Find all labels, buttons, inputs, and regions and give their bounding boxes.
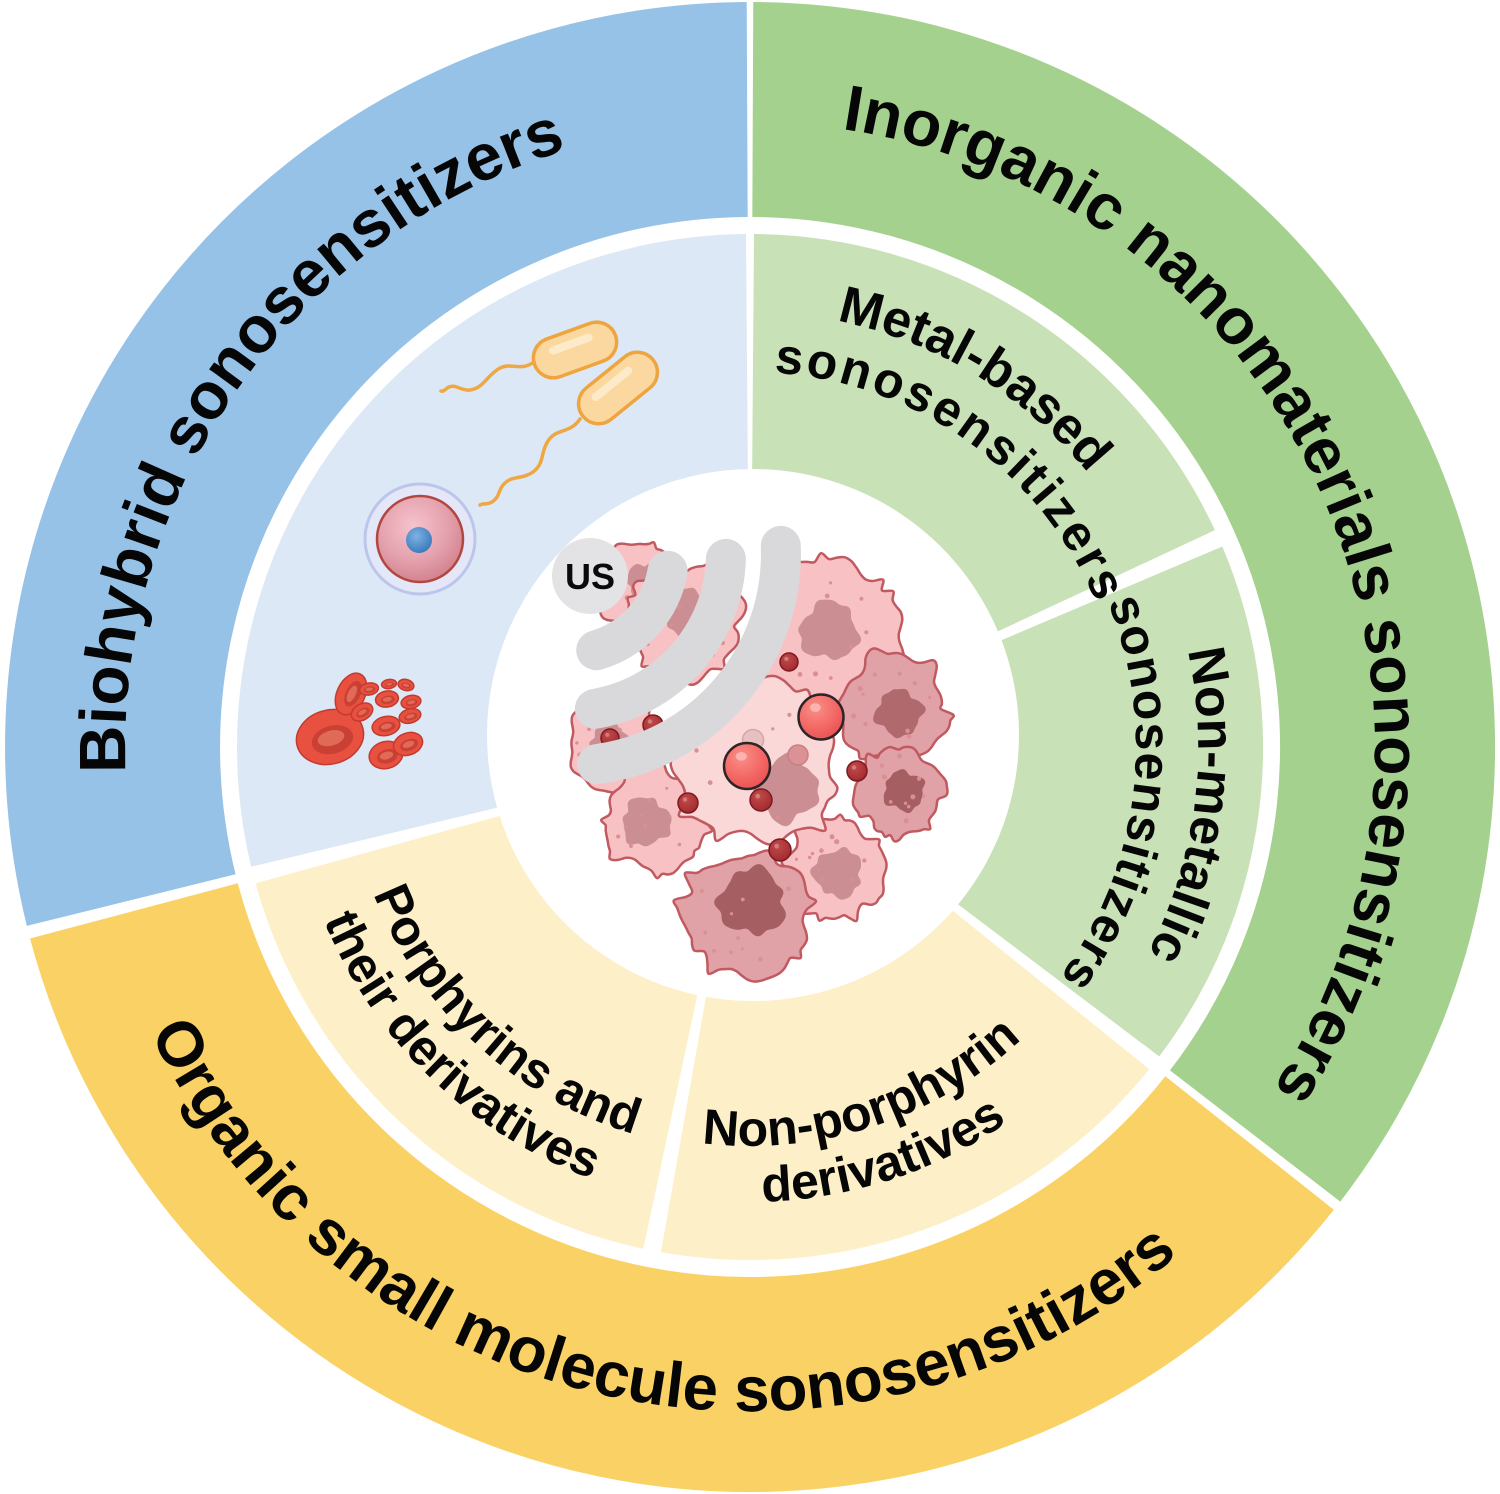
svg-text:US: US (565, 556, 615, 597)
